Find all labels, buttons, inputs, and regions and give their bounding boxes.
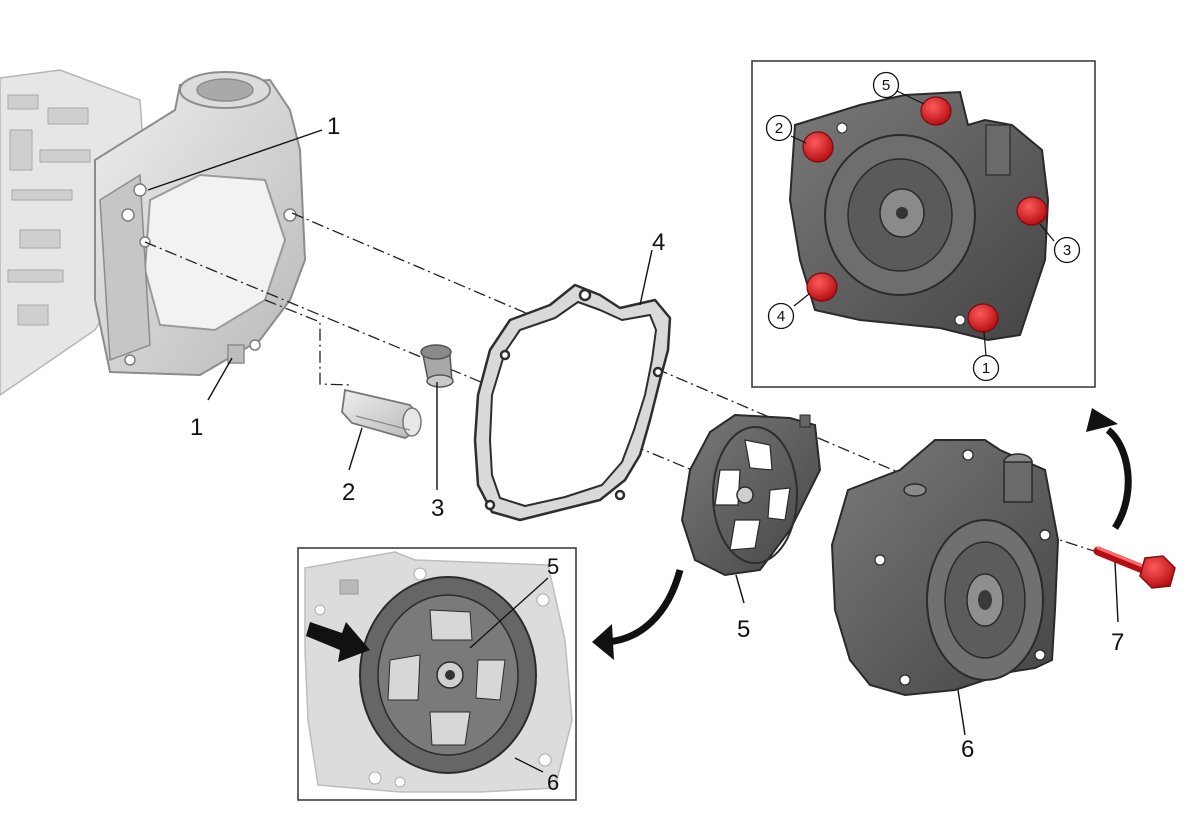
valve-body-housing bbox=[0, 69, 307, 396]
arrow-to-bottom-inset bbox=[592, 569, 684, 660]
bolt-badge-2: 2 bbox=[765, 114, 793, 142]
bolt-badge-5: 5 bbox=[872, 71, 900, 99]
inset-bolt-sequence: 5 2 3 4 1 bbox=[751, 60, 1096, 388]
part-4-gasket bbox=[473, 283, 672, 522]
svg-text:2: 2 bbox=[775, 120, 783, 137]
callout-2: 2 bbox=[342, 479, 355, 506]
callout-6: 6 bbox=[961, 736, 974, 763]
callout-1-bottom: 1 bbox=[190, 414, 203, 441]
callout-leaders bbox=[147, 129, 1119, 736]
bolt-badge-1: 1 bbox=[972, 354, 1000, 382]
callout-5: 5 bbox=[737, 616, 750, 643]
part-6-pump-body bbox=[830, 439, 1060, 697]
callout-4: 4 bbox=[652, 229, 665, 256]
svg-text:1: 1 bbox=[982, 360, 990, 377]
inset-label-6: 6 bbox=[547, 770, 559, 795]
arrow-to-top-inset bbox=[1086, 408, 1132, 530]
callout-3: 3 bbox=[431, 495, 444, 522]
part-7-bolt bbox=[1093, 546, 1176, 589]
bolt-heads bbox=[802, 96, 1048, 333]
inset-label-5: 5 bbox=[547, 554, 559, 579]
svg-text:3: 3 bbox=[1063, 242, 1071, 259]
part-5-plate bbox=[680, 413, 822, 577]
part-3-bushing bbox=[420, 344, 454, 388]
bolt-badge-4: 4 bbox=[767, 302, 795, 330]
callout-1-top: 1 bbox=[327, 113, 340, 140]
bolt-badge-3: 3 bbox=[1053, 236, 1081, 264]
inset-plate-orientation: 5 6 bbox=[297, 547, 577, 801]
svg-text:4: 4 bbox=[777, 308, 785, 325]
svg-text:5: 5 bbox=[882, 77, 890, 94]
part-2-valve-insert bbox=[341, 388, 422, 439]
callout-numbers: 1 1 2 3 4 5 6 7 bbox=[190, 113, 1124, 763]
callout-7: 7 bbox=[1111, 629, 1124, 656]
